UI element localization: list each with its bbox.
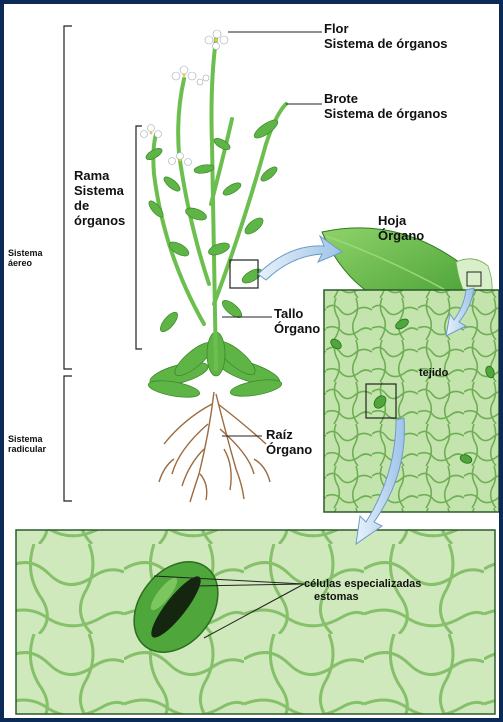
bud-label-line1: Brote [324, 92, 448, 107]
plant-illustration [141, 30, 287, 502]
root-label-line2: Órgano [266, 443, 312, 458]
flower-label-line1: Flor [324, 22, 448, 37]
flower-label: Flor Sistema de órganos [324, 22, 448, 52]
branch-label-line3: de [74, 199, 125, 214]
root-system-label: Sistema radicular [8, 434, 46, 455]
leaf-label-line1: Hoja [378, 214, 424, 229]
root-system-label-line2: radicular [8, 444, 46, 454]
branch-label-line4: órganos [74, 214, 125, 229]
stem-label: Tallo Órgano [274, 307, 320, 337]
cells-panel [16, 530, 495, 714]
root-system-bracket [64, 376, 72, 501]
specialized-cells-label-line1: células especializadas [304, 578, 421, 591]
tissue-label: tejido [419, 367, 448, 380]
branch-label-line2: Sistema [74, 184, 125, 199]
root-system-label-line1: Sistema [8, 434, 46, 444]
shoot-system-label: Sistema áereo [8, 248, 43, 269]
flower-label-line2: Sistema de órganos [324, 37, 448, 52]
stem-label-line1: Tallo [274, 307, 320, 322]
bud-label-line2: Sistema de órganos [324, 107, 448, 122]
tissue-panel [324, 290, 499, 512]
branch-label: Rama Sistema de órganos [74, 169, 125, 229]
bud-label: Brote Sistema de órganos [324, 92, 448, 122]
specialized-cells-label: células especializadas estomas [304, 578, 421, 603]
root-label: Raíz Órgano [266, 428, 312, 458]
leaf-label-line2: Órgano [378, 229, 424, 244]
leaf-label: Hoja Órgano [378, 214, 424, 244]
stem-label-line2: Órgano [274, 322, 320, 337]
branch-bracket [136, 126, 142, 349]
specialized-cells-label-line2: estomas [304, 591, 421, 604]
branch-label-line1: Rama [74, 169, 125, 184]
shoot-system-label-line1: Sistema [8, 248, 43, 258]
root-label-line1: Raíz [266, 428, 312, 443]
shoot-system-label-line2: áereo [8, 258, 43, 268]
roots [159, 392, 270, 502]
shoot-system-bracket [64, 26, 72, 369]
